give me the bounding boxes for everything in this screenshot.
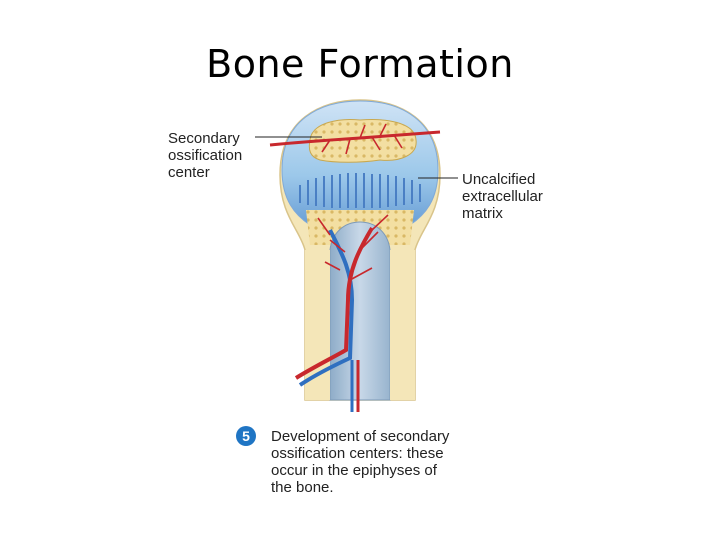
step-number-badge: 5 <box>236 426 256 446</box>
label-secondary-ossification-center: Secondary ossification center <box>168 130 243 181</box>
label-uncalcified-extracellular-matrix: Uncalcified extracellular matrix <box>462 171 543 222</box>
nutrient-artery <box>294 226 374 380</box>
compact-bone-right <box>390 250 415 400</box>
slide-title: Bone Formation <box>206 42 514 86</box>
epiphyseal-vessels <box>321 123 403 155</box>
marrow-vessel-branches <box>317 214 389 281</box>
growth-plate-columns <box>299 173 421 208</box>
epiphyseal-artery <box>269 130 441 147</box>
step-caption: Development of secondary ossification ce… <box>271 428 450 496</box>
secondary-ossification-center <box>308 119 417 163</box>
